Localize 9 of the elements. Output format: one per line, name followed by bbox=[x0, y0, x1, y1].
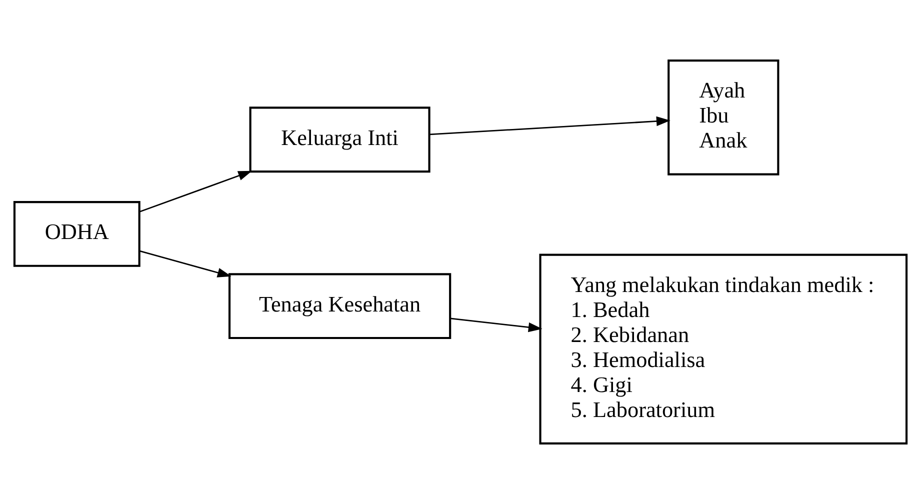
node-box: Yang melakukan tindakan medik : 1. Bedah 2. Kebidanan 3. Hemodialisa 4. Gigi 5. Laboratorium bbox=[539, 253, 908, 444]
node-box: Ayah Ibu Anak bbox=[668, 59, 780, 175]
arrow bbox=[140, 170, 252, 212]
node-box: Keluarga Inti bbox=[249, 106, 430, 172]
arrow bbox=[450, 317, 542, 332]
node-box: ODHA bbox=[13, 200, 140, 266]
node-box: Tenaga Kesehatan bbox=[228, 272, 452, 339]
arrow bbox=[140, 250, 232, 277]
arrow bbox=[429, 116, 670, 135]
